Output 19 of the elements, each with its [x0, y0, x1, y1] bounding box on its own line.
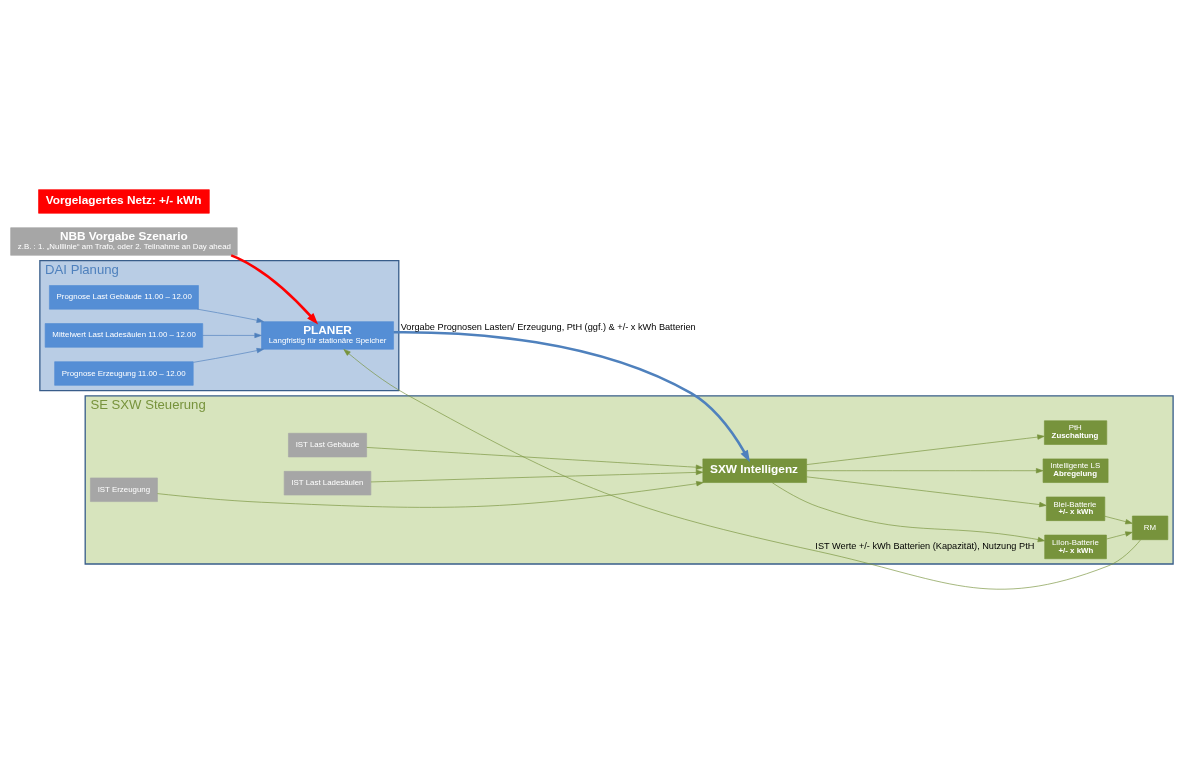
arrow [230, 253, 319, 325]
arrow [771, 481, 1045, 542]
edge-label: IST Werte +/- kWh Batterien (Kapazität), Nutzung PtH [815, 540, 1035, 551]
arrow [157, 480, 704, 508]
arrow [197, 308, 264, 323]
arrow [806, 467, 1044, 473]
arrow [202, 332, 262, 338]
arrow [806, 433, 1045, 465]
arrow [343, 348, 1141, 589]
edge-label: Vorgabe Prognosen Lasten/ Erzeugung, PtH (ggf.) & +/- x kWh Batterien [400, 321, 696, 332]
arrow [370, 469, 704, 482]
arrow [193, 347, 264, 363]
arrow [366, 446, 704, 470]
arrow [806, 476, 1047, 507]
arrow [1104, 515, 1133, 524]
node-box: SXW Intelligenz [702, 458, 807, 483]
arrow [393, 330, 750, 462]
arrow [1106, 530, 1133, 539]
node-box: Vorgelagertes Netz: +/- kWh [38, 188, 210, 214]
